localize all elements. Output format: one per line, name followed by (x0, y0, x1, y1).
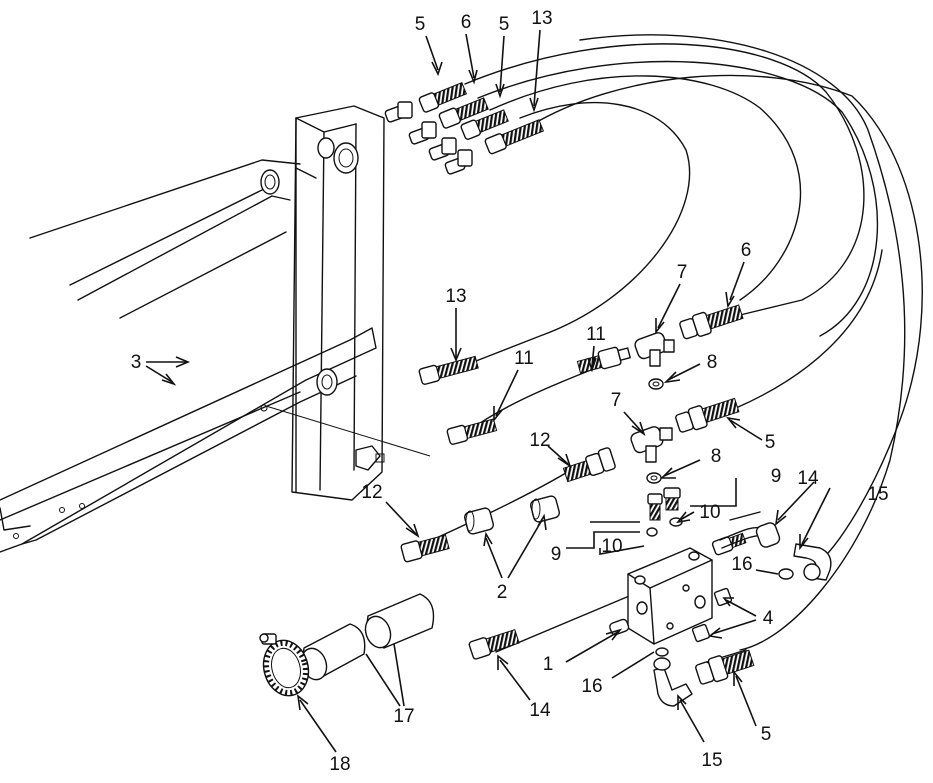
callout-14-right: 14 (797, 468, 819, 489)
tee-fitting-lower (630, 426, 673, 463)
mid-fittings (400, 304, 744, 563)
callout-9-left: 9 (551, 544, 562, 565)
callout-5-top-b: 5 (499, 14, 510, 35)
hose-clamp (259, 633, 310, 697)
callout-7-upper: 7 (677, 262, 688, 283)
valve-block (609, 532, 794, 657)
callout-5-lower: 5 (761, 724, 772, 745)
callout-11-left: 11 (514, 348, 534, 369)
callout-5-mid: 5 (765, 432, 776, 453)
dust-cap-1 (384, 101, 413, 123)
callout-3: 3 (131, 352, 142, 373)
callout-14-lower: 14 (529, 700, 551, 721)
callout-5-top-a: 5 (415, 14, 426, 35)
leader-lines (145, 29, 831, 753)
callout-8-lower: 8 (711, 446, 722, 467)
callout-labels: 5 6 5 13 7 6 13 11 11 3 8 7 5 12 8 9 12 … (131, 8, 889, 775)
clamp-and-tubes (259, 593, 435, 697)
callout-6-top: 6 (461, 12, 472, 33)
sleeve-left (464, 507, 494, 535)
tube-back (364, 593, 435, 649)
callout-13-top: 13 (531, 8, 552, 29)
callout-15-right: 15 (867, 484, 888, 505)
callout-6-right: 6 (741, 240, 752, 261)
loader-frame (0, 105, 431, 553)
callout-10-right: 10 (699, 502, 720, 523)
callout-13-mid: 13 (445, 286, 466, 307)
callout-4: 4 (763, 608, 774, 629)
callout-11-right: 11 (586, 324, 606, 345)
callout-10-left: 10 (601, 536, 622, 557)
dust-cap-3 (428, 137, 457, 161)
callout-16-right: 16 (731, 554, 752, 575)
top-fittings-cluster (384, 82, 545, 175)
tee-fitting-upper (634, 332, 675, 367)
callout-7-lower: 7 (611, 390, 622, 411)
callout-8-upper: 8 (707, 352, 718, 373)
lower-fittings (468, 522, 832, 707)
callout-12-left: 12 (361, 482, 382, 503)
callout-16-lower: 16 (581, 676, 602, 697)
dust-cap-4 (444, 149, 473, 175)
callout-1: 1 (543, 654, 554, 675)
callout-12-upper: 12 (529, 430, 550, 451)
dust-cap-2 (408, 121, 437, 145)
sleeve-right (530, 495, 560, 523)
callout-18: 18 (329, 754, 350, 775)
callout-9-right: 9 (771, 466, 782, 487)
callout-2: 2 (497, 582, 508, 603)
callout-15-lower: 15 (701, 750, 722, 771)
callout-17: 17 (393, 706, 414, 727)
